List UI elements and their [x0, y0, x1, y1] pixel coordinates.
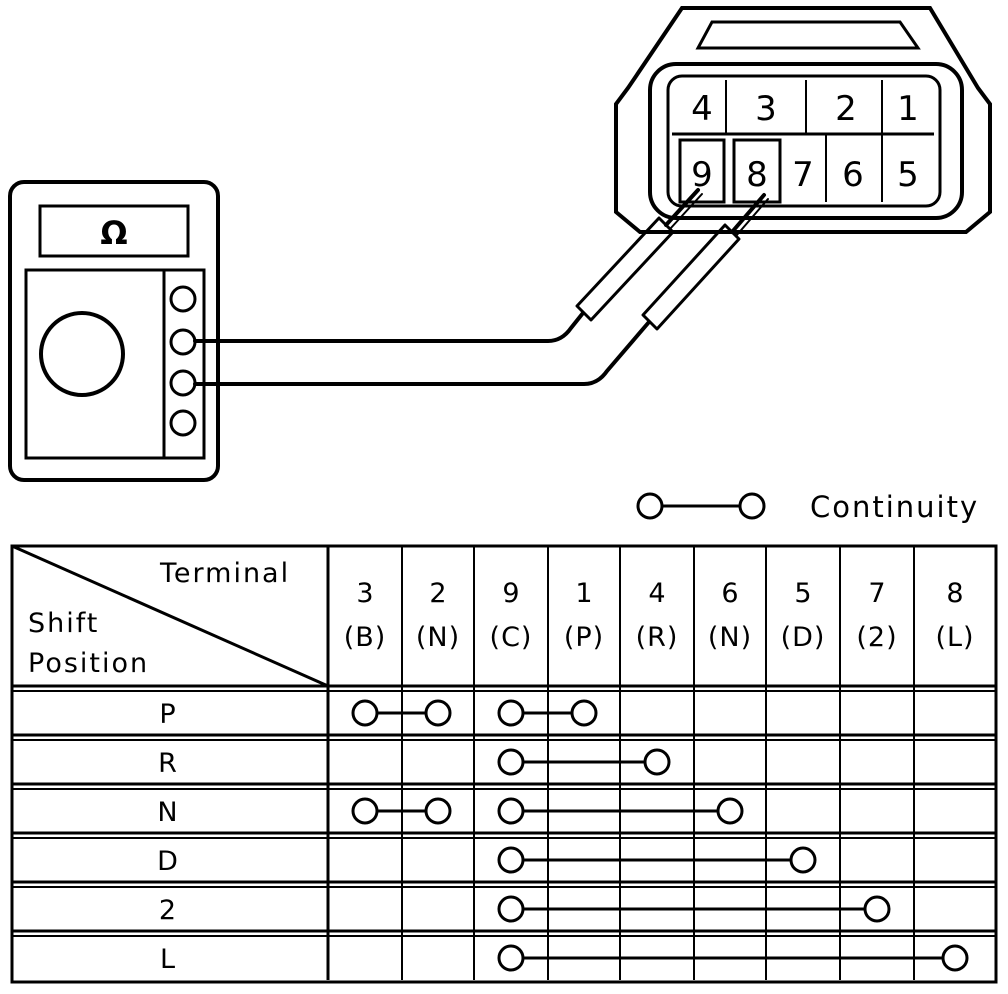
terminal-8-label: 8: [746, 155, 768, 195]
continuity-marker: [497, 797, 525, 825]
column-header-sub: (P): [564, 622, 604, 653]
column-header-number: 6: [721, 578, 738, 609]
continuity-marker: [351, 797, 379, 825]
terminal-4-label: 4: [691, 89, 713, 129]
table-border: [10, 544, 998, 984]
terminal-6-label: 6: [842, 155, 864, 195]
continuity-marker: [570, 699, 598, 727]
continuity-marker: [497, 748, 525, 776]
row-label-D: D: [157, 846, 179, 877]
row-label-N: N: [157, 797, 178, 828]
column-header-number: 7: [868, 578, 885, 609]
connector-housing: [614, 6, 992, 234]
column-header-number: 4: [648, 578, 665, 609]
terminal-8-socket: [732, 138, 782, 204]
ohmmeter-panel: [24, 268, 206, 460]
continuity-marker: [424, 797, 452, 825]
connector-face: [648, 62, 964, 220]
lead-2: [193, 320, 651, 386]
column-header-sub: (C): [490, 622, 533, 653]
continuity-marker: [863, 895, 891, 923]
connector-cavity: [666, 74, 942, 208]
terminal-9-label: 9: [691, 155, 713, 195]
ohmmeter-body: [8, 180, 220, 482]
legend-circle-left: [636, 492, 664, 520]
continuity-marker: [497, 846, 525, 874]
continuity-marker: [497, 944, 525, 972]
column-header-number: 3: [356, 578, 373, 609]
ohmmeter-jack-1: [169, 285, 197, 313]
ohmmeter-jack-3: [169, 369, 197, 397]
row-label-L: L: [160, 944, 176, 975]
column-header-sub: (D): [781, 622, 826, 653]
column-header-number: 8: [946, 578, 963, 609]
legend-label: Continuity: [810, 490, 979, 524]
table-content: 3 (B) 2 (N) 9 (C) 1 (P) 4 (R) 6 (N) 5 (D) 7 (2) 8 (L) PRND…: [157, 578, 974, 975]
terminal-1-label: 1: [897, 89, 919, 129]
ohmmeter: [8, 180, 220, 482]
continuity-marker: [789, 846, 817, 874]
probe-2-sleeve: [641, 223, 741, 331]
ohmmeter-dial-icon: [39, 311, 125, 397]
terminal-5-label: 5: [897, 155, 919, 195]
lead-1: [193, 311, 585, 343]
terminal-9-socket: [678, 138, 726, 204]
corner-diagonal: [11, 544, 329, 688]
terminal-7-label: 7: [792, 155, 814, 195]
terminal-3-label: 3: [755, 89, 777, 129]
column-header-number: 2: [429, 578, 446, 609]
row-label-P: P: [159, 699, 176, 730]
legend-circle-right: [738, 492, 766, 520]
legend: Continuity: [636, 490, 979, 524]
column-header-sub: (R): [636, 622, 679, 653]
ohm-symbol: Ω: [100, 214, 127, 252]
terminal-2-label: 2: [835, 89, 857, 129]
column-header-sub: (L): [935, 622, 974, 653]
connector: [614, 6, 992, 234]
column-header-sub: (2): [856, 622, 897, 653]
corner-terminal-label: Terminal: [159, 558, 290, 589]
column-header-sub: (N): [416, 622, 460, 653]
ohmmeter-jack-4: [169, 409, 197, 437]
continuity-marker: [497, 699, 525, 727]
corner-shift-label: Shift: [28, 608, 99, 639]
column-header-number: 9: [502, 578, 519, 609]
continuity-marker: [643, 748, 671, 776]
continuity-marker: [497, 895, 525, 923]
continuity-marker: [351, 699, 379, 727]
row-label-R: R: [158, 748, 178, 779]
column-header-sub: (B): [344, 622, 387, 653]
continuity-marker: [424, 699, 452, 727]
column-header-number: 5: [794, 578, 811, 609]
ohmmeter-jack-2: [169, 328, 197, 356]
continuity-marker: [716, 797, 744, 825]
column-header-number: 1: [575, 578, 592, 609]
column-header-sub: (N): [708, 622, 752, 653]
ohmmeter-display: [38, 204, 190, 258]
continuity-marker: [941, 944, 969, 972]
corner-position-label: Position: [28, 648, 149, 679]
connector-latch: [695, 20, 921, 50]
test-leads: [193, 188, 769, 386]
row-label-2: 2: [159, 895, 177, 926]
